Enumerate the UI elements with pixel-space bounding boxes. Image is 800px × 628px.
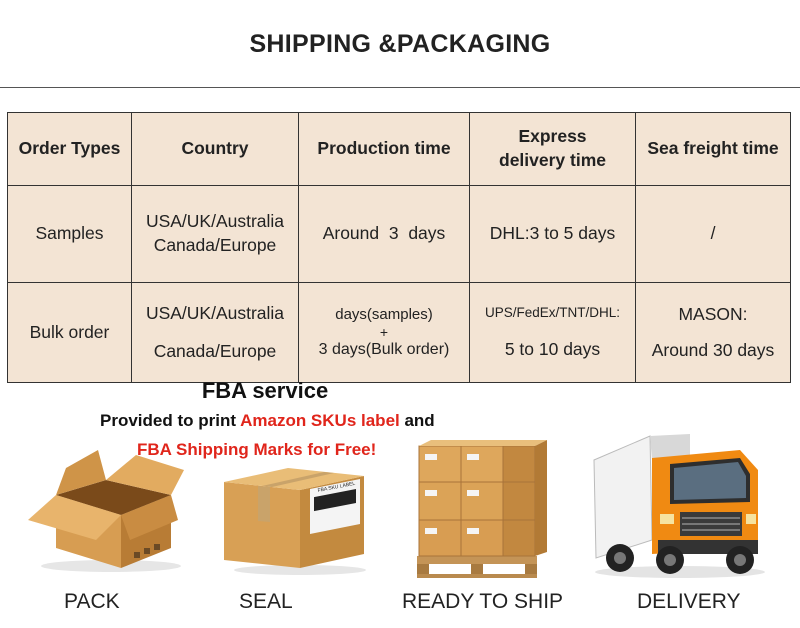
header-express-delivery-time: Express delivery time bbox=[469, 112, 636, 186]
cell-country: USA/UK/Australia Canada/Europe bbox=[131, 282, 299, 383]
header-express-line-1: Express bbox=[518, 126, 587, 147]
sealed-box-icon: FBA SKU LABEL bbox=[222, 462, 372, 577]
header-express-line-2: delivery time bbox=[499, 150, 606, 170]
country-line: USA/UK/Australia bbox=[145, 302, 285, 323]
production-line: 3 days(Bulk order) bbox=[318, 340, 450, 358]
step-label-pack: PACK bbox=[64, 590, 120, 613]
country-line: Canada/Europe bbox=[153, 235, 277, 255]
step-label-delivery: DELIVERY bbox=[637, 590, 741, 613]
table-header-row: Order Types Country Production time Expr… bbox=[7, 112, 791, 186]
table-row: Samples USA/UK/Australia Canada/Europe A… bbox=[7, 185, 791, 283]
fba-highlight-sku: Amazon SKUs label bbox=[240, 411, 400, 430]
production-plus: + bbox=[379, 323, 389, 340]
step-label-ready-to-ship: READY TO SHIP bbox=[402, 590, 564, 613]
cell-order-type: Samples bbox=[7, 185, 132, 283]
fba-description-line-1: Provided to print Amazon SKUs label and bbox=[100, 411, 435, 431]
cell-production-time: Around 3 days bbox=[298, 185, 470, 283]
country-line: USA/UK/Australia bbox=[145, 211, 285, 232]
fba-description-line-2: FBA Shipping Marks for Free! bbox=[137, 440, 377, 459]
sea-line: Around 30 days bbox=[651, 339, 775, 360]
step-label-seal: SEAL bbox=[239, 590, 293, 613]
sea-line: MASON: bbox=[678, 303, 748, 324]
pallet-boxes-icon bbox=[413, 438, 548, 580]
cell-order-type: Bulk order bbox=[7, 282, 132, 383]
country-line: Canada/Europe bbox=[153, 340, 277, 361]
express-line: UPS/FedEx/TNT/DHL: bbox=[484, 304, 621, 320]
shipping-table: Order Types Country Production time Expr… bbox=[7, 112, 791, 383]
header-order-types: Order Types bbox=[7, 112, 132, 186]
header-production-time: Production time bbox=[298, 112, 470, 186]
header-sea-freight-time: Sea freight time bbox=[635, 112, 791, 186]
cell-sea-time: MASON: Around 30 days bbox=[635, 282, 791, 383]
express-line: 5 to 10 days bbox=[504, 338, 601, 359]
table-row: Bulk order USA/UK/Australia Canada/Europ… bbox=[7, 282, 791, 383]
fba-text: Provided to print bbox=[100, 411, 241, 430]
page-title: SHIPPING &PACKAGING bbox=[249, 30, 551, 58]
truck-icon bbox=[590, 430, 770, 580]
cell-express-time: DHL:3 to 5 days bbox=[469, 185, 636, 283]
production-line: days(samples) bbox=[335, 305, 433, 323]
title-divider bbox=[0, 87, 800, 88]
cell-country: USA/UK/Australia Canada/Europe bbox=[131, 185, 299, 283]
fba-service-title: FBA service bbox=[201, 378, 329, 403]
cell-production-time: days(samples) + 3 days(Bulk order) bbox=[298, 282, 470, 383]
cell-express-time: UPS/FedEx/TNT/DHL: 5 to 10 days bbox=[469, 282, 636, 383]
header-country: Country bbox=[131, 112, 299, 186]
cell-sea-time: / bbox=[635, 185, 791, 283]
open-box-icon bbox=[26, 440, 186, 575]
fba-text: and bbox=[399, 411, 435, 430]
